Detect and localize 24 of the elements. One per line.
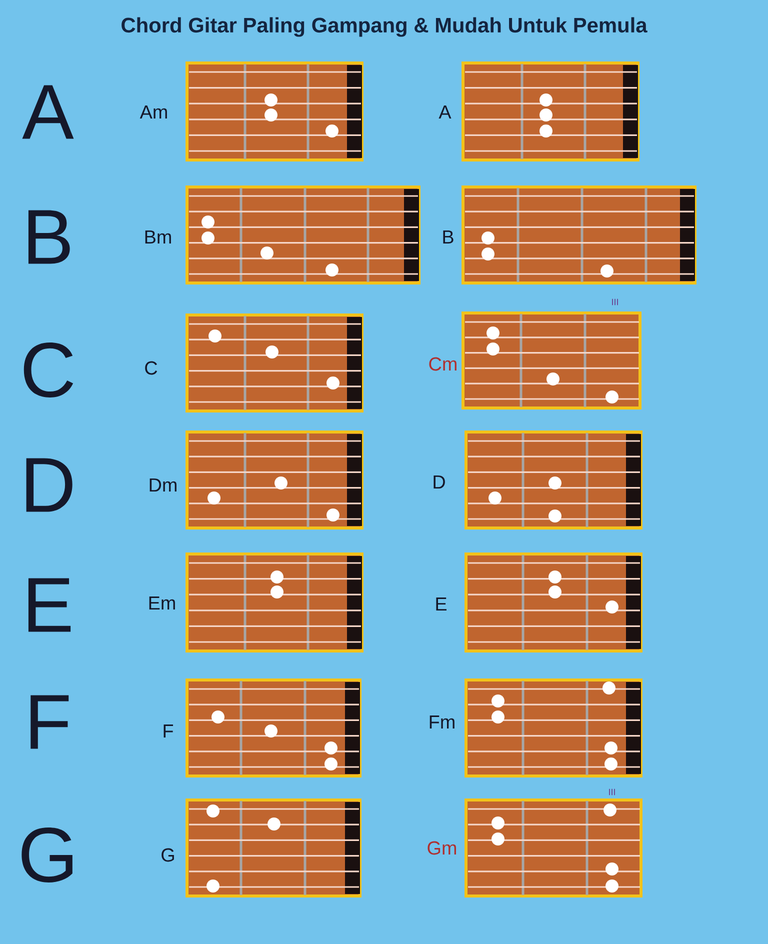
row-letter: B — [28, 210, 70, 264]
chord-name: Bm — [145, 230, 171, 244]
chord-name: Em — [149, 596, 175, 610]
row-letter: D — [26, 458, 72, 512]
chord-name: Am — [140, 106, 167, 119]
row-letter: G — [22, 828, 72, 883]
chord-name: E — [436, 598, 446, 611]
fret-number: III — [609, 788, 615, 796]
chord-name: Dm — [150, 478, 176, 492]
chord-name: F — [164, 724, 174, 738]
chord-name: D — [434, 476, 445, 489]
title: Chord Gitar Paling Gampang & Mudah Untuk Pemula — [122, 17, 648, 37]
chord-name: Gm — [428, 841, 456, 855]
row-letter: F — [30, 695, 69, 749]
row-letter: A — [22, 85, 74, 139]
row-letter: C — [24, 342, 74, 398]
chord-name: C — [145, 361, 158, 375]
chord-name: G — [162, 848, 174, 862]
row-letter: E — [28, 578, 71, 632]
chord-name: Cm — [429, 357, 456, 371]
fret-number: III — [612, 298, 618, 306]
chord-name: B — [443, 230, 454, 244]
chord-name: A — [438, 106, 452, 119]
chord-name: Fm — [430, 716, 454, 729]
